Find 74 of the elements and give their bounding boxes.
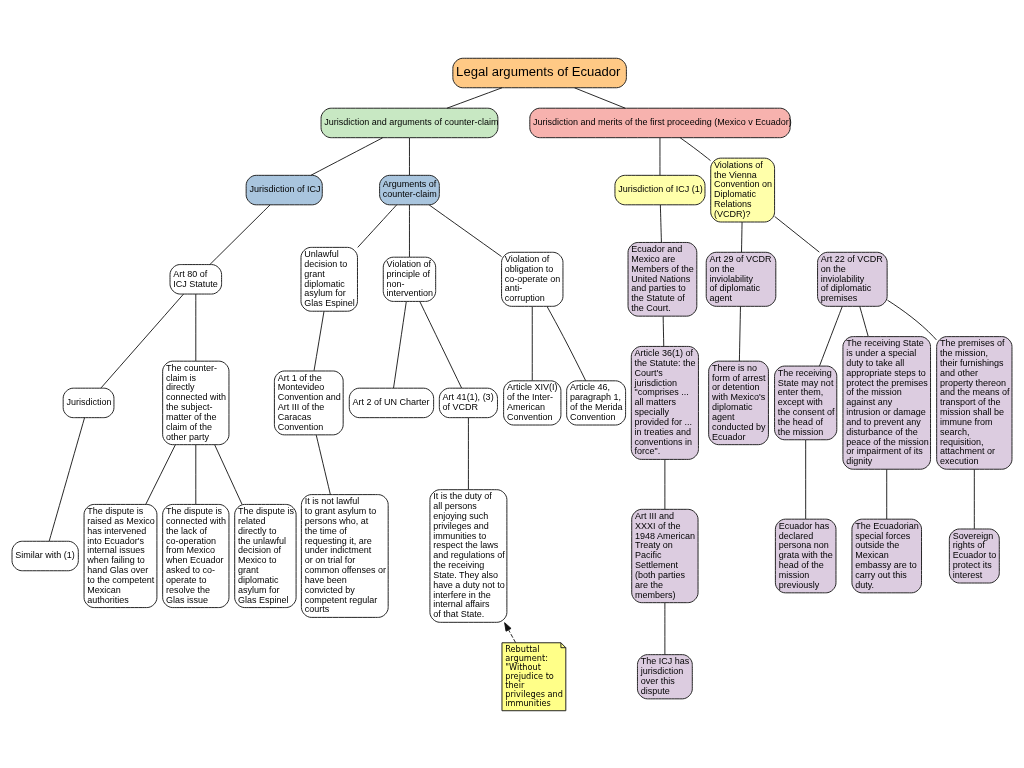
- node-box: There is no form of arrest or detention with Mexico's diplomatic agent conducted by Ecuador: [708, 360, 769, 445]
- arrow: [504, 621, 517, 643]
- connector: [145, 443, 176, 505]
- connector: [531, 305, 533, 381]
- connector: [310, 136, 384, 176]
- connector: [741, 221, 743, 253]
- node-box: Violation of principle of non-intervention: [382, 256, 437, 302]
- connector: [100, 293, 184, 388]
- node-box: Jurisdiction and arguments of counter-claim: [320, 107, 499, 138]
- connector: [664, 458, 666, 510]
- node-box: Ecuador has declared persona non grata with the head of the mission previously: [774, 518, 837, 593]
- connector: [738, 305, 741, 361]
- node-box: Art 2 of UN Charter: [348, 387, 435, 418]
- connector: [574, 86, 626, 109]
- connector: [419, 300, 463, 388]
- connector: [428, 204, 502, 257]
- connector: [774, 215, 820, 253]
- node-box: Jurisdiction of ICJ: [245, 174, 323, 205]
- node-box: Art III and XXXI of the 1948 American Treaty on Pacific Settlement (both parties are the members): [631, 508, 699, 603]
- node-box: The receiving State is under a special duty to take all appropriate steps to protect the premises of the mission against any intrusion or damage and to prevent any disturbance of the peace of the mission or impairment of its dignity: [842, 335, 931, 470]
- node-box: The premises of the mission, their furnishings and other property thereon and the means of transport of the mission shall be immune from search, requisition, attachment or execution: [936, 335, 1013, 470]
- node-box: It is the duty of all persons enjoying such privileges and immunities to respect the laws and regulations of the receiving State. They also have a duty not to interfere in the internal affairs of that State.: [429, 488, 508, 623]
- node-box: It is not lawful to grant asylum to persons who, at the time of requesting it, are under indictment or on trial for common offenses or have been convicted by competent regular courts: [300, 493, 389, 618]
- node-box: Sovereign rights of Ecuador to protect its interest: [948, 528, 1000, 583]
- connector: [214, 443, 243, 505]
- connector: [195, 443, 197, 505]
- node-box: Jurisdiction: [62, 387, 115, 418]
- node-box: Art 22 of VCDR on the inviolability of diplomatic premises: [817, 251, 888, 307]
- connector: [819, 305, 843, 366]
- node-box: Jurisdiction of ICJ (1): [614, 174, 706, 205]
- connector: [664, 601, 666, 655]
- node-box: Arguments of counter-claim: [379, 174, 440, 205]
- node-box: Art 80 of ICJ Statute: [169, 263, 223, 295]
- node-box: The dispute is raised as Mexico has intervened into Ecuador's internal issues when failing to hand Glas over to the competent Mexican authorities: [83, 503, 158, 608]
- connector: [973, 468, 975, 529]
- connector: [409, 204, 410, 257]
- node-box: The ICJ has jurisdiction over this dispute: [636, 653, 693, 699]
- node-box: Ecuador and Mexico are Members of the United Nations and parties to the Statute of the Court.: [627, 241, 698, 317]
- connector: [48, 416, 85, 542]
- node-box: Similar with (1): [11, 540, 79, 571]
- connector: [467, 416, 469, 490]
- node-box: Art 41(1), (3) of VCDR: [438, 387, 498, 418]
- connector: [887, 299, 937, 340]
- node-box: Jurisdiction and merits of the first proceeding (Mexico v Ecuador): [529, 107, 791, 138]
- connector: [659, 137, 661, 176]
- connector: [357, 204, 397, 248]
- connector: [315, 434, 331, 495]
- connector: [393, 300, 407, 388]
- connector: [662, 315, 665, 347]
- node-box: The counter-claim is directly connected with the subject-matter of the claim of the other party: [162, 360, 230, 445]
- node-box: The dispute is related directly to the unlawful decision of Mexico to grant diplomatic asylum for Glas Espinel: [234, 503, 297, 608]
- connector: [409, 137, 410, 176]
- connector: [546, 305, 587, 381]
- node-box: Article 36(1) of the Statute: the Court's jurisdiction "comprises ... all matters specially provided for ... in treaties and conventions in force".: [630, 345, 699, 460]
- node-box: Unlawful decision to grant diplomatic asylum for Glas Espinel: [300, 246, 358, 312]
- connector: [313, 310, 325, 371]
- node-box: The dispute is connected with the lack of co-operation from Mexico when Ecuador asked to co-operate to resolve the Glas issue: [162, 503, 230, 608]
- connector: [886, 468, 888, 520]
- connector: [805, 439, 807, 519]
- node-box: Article XIV(I) of the Inter-American Convention: [503, 379, 562, 425]
- node-box: Article 46, paragraph 1, of the Merida Convention: [566, 379, 627, 425]
- node-box: The receiving State may not enter them, except with the consent of the head of the mission: [774, 365, 838, 440]
- connector: [209, 204, 271, 265]
- connector: [679, 136, 711, 161]
- connector: [195, 293, 197, 361]
- node-box: Violation of obligation to co-operate on anti-corruption: [501, 251, 564, 307]
- node-box: Violations of the Vienna Convention on Diplomatic Relations (VCDR)?: [710, 157, 776, 222]
- node-box: Legal arguments of Ecuador: [452, 57, 627, 88]
- connector: [446, 86, 503, 109]
- node-box: The Ecuadorian special forces outside the Mexican embassy are to carry out this duty.: [851, 518, 922, 593]
- node-box: Art 29 of VCDR on the inviolability of diplomatic agent: [705, 251, 777, 307]
- connector: [659, 204, 662, 243]
- node-box: Art 1 of the Montevideo Convention and Art III of the Caracas Convention: [273, 370, 344, 435]
- connector: [859, 305, 869, 337]
